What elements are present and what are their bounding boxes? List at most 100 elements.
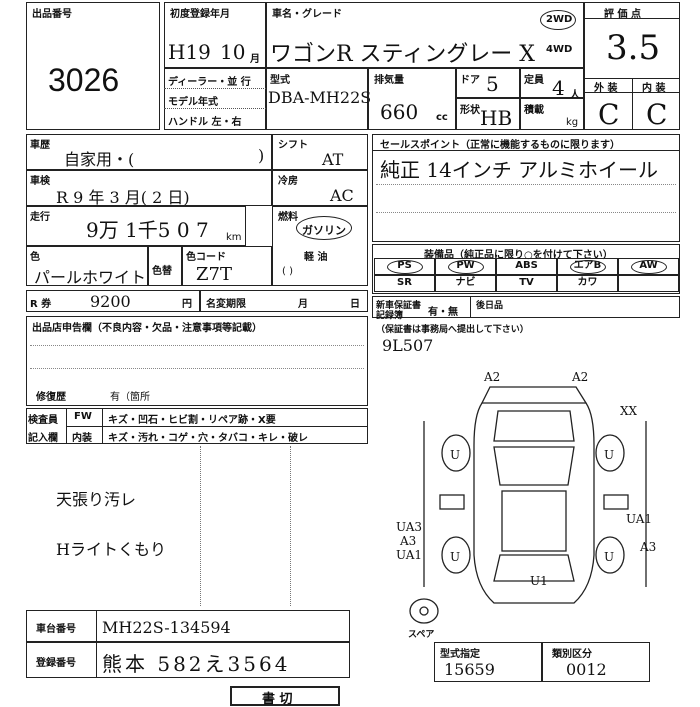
inspection-box: [26, 170, 272, 206]
equipment-cell-1-0: SR: [374, 275, 435, 292]
capacity-box: [520, 68, 584, 98]
equipment-circle-0-4: [631, 260, 667, 274]
car-roof: [501, 490, 567, 552]
wheel-rear-right: [595, 536, 625, 574]
fuel-label: 燃料: [278, 212, 298, 223]
shift-value: AT: [322, 150, 344, 169]
new-car-label: 新車保証書: [376, 301, 422, 311]
bottom-button-label: 書 切: [262, 692, 293, 707]
wheel-front-right: [595, 434, 625, 472]
entry-label: 記入欄: [28, 433, 58, 444]
equipment-cell-1-4: [618, 275, 679, 292]
color-label: 色: [30, 252, 40, 263]
firstreg-month: 10: [220, 40, 246, 64]
load-label: 積載: [524, 105, 544, 116]
sales-box: [372, 134, 680, 242]
equipment-cell-0-3: エアB: [557, 258, 618, 275]
sales-value: 純正 14インチ アルミホイール: [380, 158, 658, 182]
color-box: [26, 246, 148, 286]
interior-items: キズ・汚れ・コゲ・穴・タバコ・キレ・破レ: [108, 433, 308, 444]
history-label: 車歴: [30, 140, 50, 151]
shift-box: [272, 134, 368, 170]
model-box: [266, 68, 368, 130]
recycle-yen: 円: [182, 299, 192, 310]
history-value: 自家用・(: [64, 150, 135, 169]
class-box: [542, 642, 650, 682]
typespec-box: [434, 642, 542, 682]
car-hood: [493, 410, 575, 442]
mark-xx: XX: [620, 404, 638, 418]
door-label: ドア: [460, 75, 480, 86]
mark-u-rr: U: [604, 550, 614, 564]
mileage-label: 走行: [30, 212, 50, 223]
repair-value: 有（箇所: [110, 392, 150, 403]
mileage-value: 9万 1千5 0 7: [86, 218, 209, 242]
firstreg-box: [164, 2, 266, 68]
firstreg-label: 初度登録年月: [170, 9, 230, 20]
equipment-box: [372, 244, 680, 294]
car-windshield: [493, 446, 575, 486]
repair-label: 修復歴: [36, 392, 66, 403]
load-unit: kg: [566, 117, 579, 128]
equipment-circle-0-3: [570, 260, 606, 274]
fuel-box: [272, 206, 368, 286]
mark-u-rl: U: [450, 550, 460, 564]
exterior-value: C: [598, 98, 620, 131]
car-diagram: A2 A2 XX U U U U UA3 A3 UA1 UA1 A3 U1 スペ…: [396, 370, 656, 640]
equipment-cell-1-1: ナビ: [435, 275, 496, 292]
capacity-value: 4: [552, 76, 565, 100]
drive-2wd-circle: [540, 10, 576, 30]
namechange-day: 日: [350, 299, 360, 310]
equipment-cell-1-2: TV: [496, 275, 557, 292]
bumper-front: [439, 494, 465, 510]
disp-unit: cc: [436, 112, 448, 123]
typespec-label: 型式指定: [440, 649, 480, 660]
aircon-label: 冷房: [278, 176, 298, 187]
carname-box: [266, 2, 584, 68]
disp-box: [368, 68, 456, 130]
equipment-cell-0-4: AW: [618, 258, 679, 275]
car-front-outline: [480, 386, 588, 404]
car-rear-window: [493, 554, 575, 582]
interior-label: 内 装: [642, 83, 666, 94]
drive-4wd: 4WD: [546, 44, 573, 55]
door-value: 5: [486, 72, 499, 96]
model-label: 型式: [270, 75, 290, 86]
recycle-value: 9200: [90, 292, 131, 311]
history-box: [26, 134, 272, 170]
lot-box: [26, 2, 160, 130]
dealer-box: [164, 68, 266, 130]
interior-value: C: [646, 98, 668, 131]
model-year-label: モデル年式: [168, 97, 218, 108]
fuel-value: ガソリン: [302, 224, 346, 237]
mark-u-fl: U: [450, 448, 460, 462]
new-car-value: 有・無: [428, 307, 458, 318]
lot-number: 3026: [48, 62, 120, 98]
aircon-box: [272, 170, 368, 206]
mark-a2-left: A2: [483, 370, 500, 384]
door-box: [456, 68, 520, 98]
report-box: [26, 316, 368, 406]
color-code-box: [182, 246, 272, 286]
color-code-value: Z7T: [196, 264, 232, 285]
later-label: 後日品: [476, 301, 504, 311]
class-value: 0012: [566, 660, 607, 679]
equipment-label: 装備品（純正品に限り○を付けて下さい）: [424, 250, 613, 261]
namechange-month: 月: [298, 299, 308, 310]
recycle-label: R 券: [30, 299, 52, 310]
shape-value: HB: [480, 106, 513, 130]
equipment-cell-0-1: PW: [435, 258, 496, 275]
score-label: 評 価 点: [604, 9, 641, 20]
fuel-light-oil: 軽 油: [304, 252, 328, 263]
fuel-paren: ( ): [282, 266, 293, 277]
inspector-label: 検査員: [28, 415, 58, 426]
spare-tire: [409, 598, 439, 624]
shape-box: [456, 98, 520, 130]
firstreg-value: H19: [168, 40, 211, 64]
fw-items: キズ・凹石・ヒビ割・リペア跡・X要: [108, 415, 276, 426]
inspection-label: 車検: [30, 176, 50, 187]
chassis-value: MH22S-134594: [102, 618, 231, 637]
warranty-box: [372, 296, 680, 318]
reg-value: 熊本 582え3564: [102, 652, 291, 676]
mark-a2-right: A2: [571, 370, 588, 384]
